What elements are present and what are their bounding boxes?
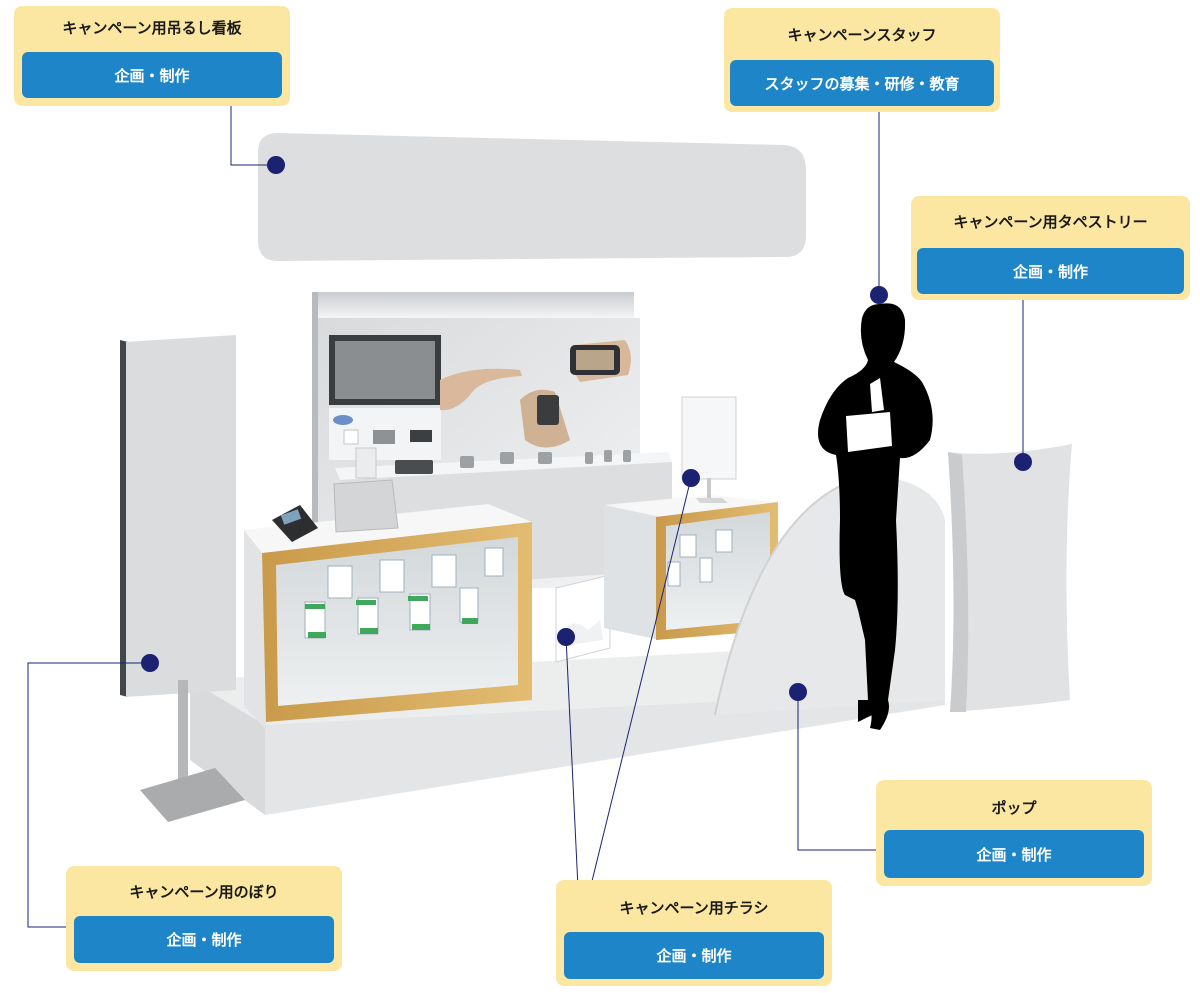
callout-title: キャンペーン用チラシ [619,899,769,917]
leader-pop [797,692,884,851]
marker-hanging-sign [267,156,285,174]
wall-phone-screen [576,350,614,370]
nobori-pole [178,680,188,780]
nobori-flag [126,335,236,697]
nobori-base [140,768,245,822]
leader-flyer-2 [579,477,692,931]
marker-tapestry [1014,453,1032,471]
hanging-sign-plan-button[interactable]: 企画・制作 [22,52,282,98]
right-showcase-products [667,529,733,587]
left-showcase-products [304,547,504,639]
back-wall-left-edge [312,292,318,592]
staff-blouse [870,378,884,412]
platform-left [190,680,265,815]
wall-poster-logo [333,415,353,425]
marker-nobori [141,654,159,672]
desk-phone [272,505,318,542]
counter-sign-board [681,396,737,480]
staff-recruit-button[interactable]: スタッフの募集・研修・教育 [730,60,994,106]
counter-sign-pole [707,478,711,498]
callout-pop: ポップ 企画・制作 [876,780,1152,886]
callout-hanging-sign: キャンペーン用吊るし看板 企画・制作 [14,6,290,106]
staff-silhouette [818,303,933,730]
callout-title: ポップ [991,799,1037,817]
markers [141,156,1032,701]
flyer-plan-button[interactable]: 企画・制作 [564,932,824,979]
marker-counter-sign [682,469,700,487]
flyer-stand [555,574,611,663]
tapestry-plan-button[interactable]: 企画・制作 [917,248,1184,294]
counter-tablet [333,479,399,533]
pop-plan-button[interactable]: 企画・制作 [884,830,1144,878]
wall-poster-item [410,430,432,442]
nobori-plan-button[interactable]: 企画・制作 [74,916,334,963]
counter-sign-base [696,498,728,503]
callout-nobori: キャンペーン用のぼり 企画・制作 [66,866,342,971]
counter-devices [395,450,631,474]
wall-poster-item [343,429,359,445]
left-showcase-side [244,530,266,730]
callout-title: キャンペーン用のぼり [129,883,279,901]
callout-flyer: キャンペーン用チラシ 企画・制作 [556,880,832,986]
callout-tapestry: キャンペーン用タペストリー 企画・制作 [911,196,1190,300]
right-showcase-top [604,495,778,517]
back-wall-header [316,292,634,318]
leader-lines [27,88,1024,931]
callout-title: キャンペーン用タペストリー [953,213,1148,231]
callout-title: キャンペーン用吊るし看板 [62,19,242,37]
callout-campaign-staff: キャンペーンスタッフ スタッフの募集・研修・教育 [724,8,1000,112]
wall-poster-item [373,430,395,444]
counter-box [355,447,377,479]
wall-card [537,395,559,425]
marker-flyer [557,628,575,646]
staff-documents [846,412,892,452]
tapestry-side [948,452,969,712]
flyer-stand-pocket [566,620,603,645]
marker-pop [789,683,807,701]
leader-hanging-sign [230,88,276,166]
leader-nobori [27,662,150,928]
right-showcase-side [604,505,660,640]
marker-staff [870,286,888,304]
hanging-sign-board [258,133,806,261]
tapestry-banner [948,444,1072,712]
platform-front [265,690,945,815]
wall-hand-pen [440,368,522,411]
wall-monitor-screen [335,341,435,399]
callout-title: キャンペーンスタッフ [787,26,937,44]
